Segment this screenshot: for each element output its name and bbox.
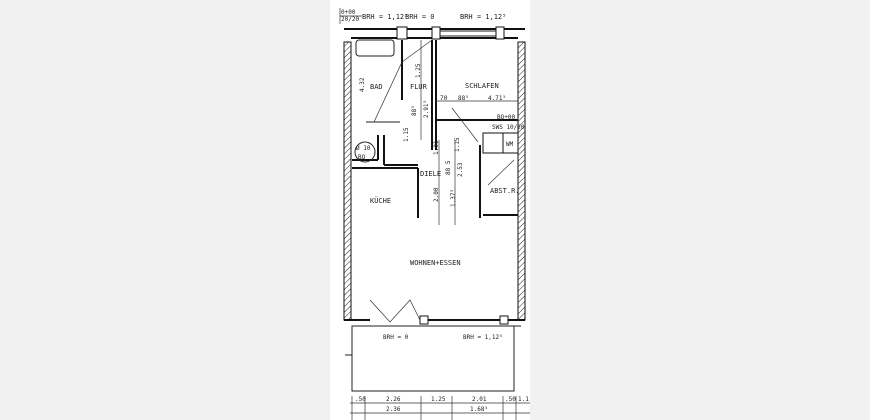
door-swing-abstr [487,159,515,186]
level-mark-top: 0+00 [341,9,356,16]
plan-sheet [330,0,530,420]
dimension-label: 2.91⁵ [423,100,430,118]
door-swing-schlafen [451,107,479,143]
dimension-label: 70 [440,95,448,102]
dimension-chain: .50 2.26 1.25 2.01 .50 1.1 2.36 1.68⁵ [350,396,530,420]
room-flur: FLUR [410,83,428,91]
dimension-label: .50 [505,396,516,403]
dimension-label: 88⁵ [411,105,418,116]
room-diele: DIELE [420,170,441,178]
door-swing-bad [373,61,403,123]
dimension-label: 2.36 [386,406,401,413]
dimension-label: 1.15 [403,127,410,142]
dimension-label: 1.01 [433,140,440,155]
room-abstr: ABST.R. [490,187,520,195]
bathtub [355,39,395,57]
dimension-label: 1.1 [518,396,529,403]
dimension-label: 2.01 [472,396,487,403]
interior-walls [352,40,519,218]
dimension-label: 88⁵ [458,95,469,102]
dimension-label: .50 [355,396,366,403]
room-wohnen-essen: WOHNEN+ESSEN [410,259,461,267]
balcony [345,325,521,392]
interior-dimensions: 4.32 1.25 2.91⁵ 88⁵ 1.15 70 88⁵ 4.71⁵ 1.… [359,40,518,225]
room-wm: WM [506,141,514,148]
room-kueche: KÜCHE [370,196,391,205]
dimension-label: 4.71⁵ [488,95,506,102]
room-bad: BAD [370,83,383,91]
balcony-brh-left: BRH = 0 [383,334,409,341]
sws-mark-bottom: SWS 10/20 [492,124,525,131]
door-swing-flur [401,39,433,63]
dimension-label: 4.32 [359,77,366,92]
dimension-label: 1.25 [431,396,446,403]
window-brh-left: BRH = 1,12⁵ [362,13,408,21]
dimension-label: 1.25 [415,63,422,78]
sws-mark-top: BO+00 [497,114,515,121]
window-brh-right: BRH = 1,12⁵ [460,13,506,21]
dimension-label: 1.37⁵ [450,189,457,207]
dimension-label: 1.68⁵ [470,406,488,413]
room-schlafen: SCHLAFEN [465,82,499,90]
dimension-label: 2.26 [386,396,401,403]
living-facade [344,299,525,325]
dimension-label: 2.00 [433,187,440,202]
drain-label-top: Ø 10 [356,145,371,152]
dimension-label: 1.15 [454,137,461,152]
dimension-label: 88 5 [445,160,452,175]
balcony-brh-right: BRH = 1,12⁵ [463,334,503,341]
drain-label-bottom: BO [358,154,366,161]
level-mark-bottom: 20/20 [341,16,359,23]
dimension-label: 2.53 [457,162,464,177]
window-brh-mid: BRH = 0 [405,13,435,21]
floor-drain-icon [354,141,376,163]
